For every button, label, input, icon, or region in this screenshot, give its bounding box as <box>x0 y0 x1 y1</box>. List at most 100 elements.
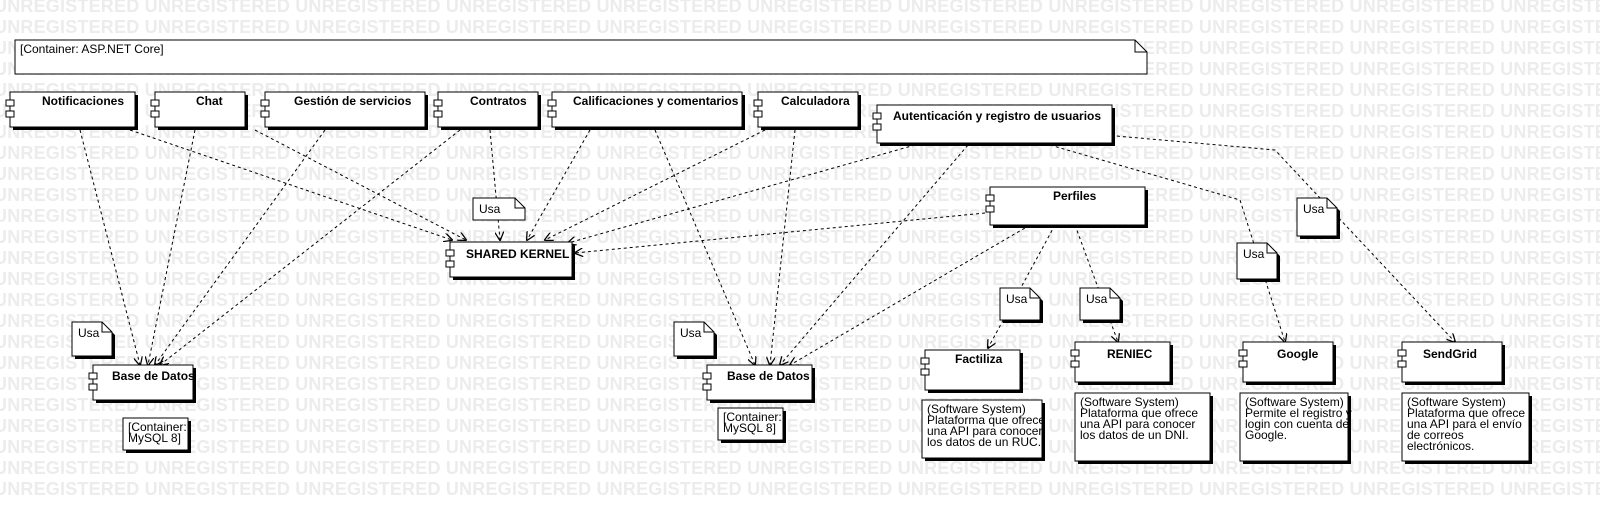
description-line: login con cuenta de <box>1245 417 1349 431</box>
description-line: Permite el registro y <box>1245 406 1352 420</box>
component-label: Gestión de servicios <box>294 94 412 108</box>
container-note: [Container: ASP.NET Core] <box>14 39 1148 75</box>
arrow-notificaciones-db1 <box>79 129 140 365</box>
component-label: Base de Datos <box>112 369 195 383</box>
component-icon <box>150 99 160 118</box>
description-line: [Container: <box>128 420 187 434</box>
note-usa-google: Usa <box>1236 242 1280 282</box>
arrow-contratos-db1 <box>160 129 461 365</box>
arrow-autenticacion-sendgrid <box>1104 134 1455 342</box>
description-line: (Software System) <box>1407 395 1506 409</box>
arrow-chat-db1 <box>148 129 196 365</box>
component-shared-kernel[interactable]: SHARED KERNEL <box>445 241 575 280</box>
component-gestion-servicios[interactable]: Gestión de servicios <box>260 91 428 130</box>
component-perfiles[interactable]: Perfiles <box>985 186 1148 228</box>
component-label: Calificaciones y comentarios <box>573 94 739 108</box>
arrow-calificaciones-kernel <box>527 129 591 240</box>
description-line: (Software System) <box>1080 395 1179 409</box>
component-icon <box>445 249 455 268</box>
note-usa-db2: Usa <box>673 321 717 359</box>
note-usa-reniec: Usa <box>1079 287 1123 323</box>
description-line: Plataforma que ofrece <box>1407 406 1525 420</box>
arrow-notificaciones-kernel <box>129 129 452 240</box>
component-label: Notificaciones <box>42 94 124 108</box>
component-label: Google <box>1277 347 1319 361</box>
description-line: Google. <box>1245 428 1287 442</box>
note-usa-sendgrid: Usa <box>1296 197 1340 239</box>
component-icon <box>985 194 995 213</box>
component-reniec[interactable]: RENIEC <box>1070 341 1173 385</box>
description-line: (Software System) <box>927 402 1026 416</box>
component-label: Factiliza <box>955 352 1003 366</box>
description-line: una API para conocer <box>1080 417 1195 431</box>
component-contratos[interactable]: Contratos <box>433 91 541 130</box>
component-label: SHARED KERNEL <box>466 247 569 261</box>
component-factiliza[interactable]: Factiliza <box>920 349 1023 393</box>
dependency-edges <box>79 129 1455 365</box>
component-notificaciones[interactable]: Notificaciones <box>5 91 138 130</box>
arrow-gestion-db1 <box>155 129 326 365</box>
component-icon <box>5 99 15 118</box>
component-icon <box>547 99 557 118</box>
note-text: Usa <box>1006 292 1028 306</box>
component-label: Contratos <box>470 94 527 108</box>
note-text: Usa <box>1086 292 1108 306</box>
component-label: RENIEC <box>1107 347 1153 361</box>
arrow-calificaciones-db2 <box>654 129 755 365</box>
arrow-perfiles-kernel <box>575 212 986 253</box>
arrow-autenticacion-kernel <box>568 144 916 243</box>
note-text: Usa <box>479 202 501 216</box>
note-text: Usa <box>78 326 100 340</box>
arrow-contratos-kernel <box>489 129 500 240</box>
arrow-perfiles-reniec <box>1074 224 1118 342</box>
description-line: (Software System) <box>1245 395 1344 409</box>
component-label: Autenticación y registro de usuarios <box>893 109 1101 123</box>
component-icon <box>260 99 270 118</box>
description-line: electrónicos. <box>1407 439 1474 453</box>
description-line: una API para el envío <box>1407 417 1522 431</box>
note-usa-factiliza: Usa <box>999 287 1043 323</box>
component-icon <box>88 372 98 391</box>
component-icon <box>1238 349 1248 368</box>
db1-container-label: [Container:MySQL 8] <box>122 417 191 453</box>
component-label: Calculadora <box>781 94 850 108</box>
description-line: [Container: <box>723 410 782 424</box>
component-base-de-datos-2[interactable]: Base de Datos <box>702 364 815 403</box>
component-label: Chat <box>196 94 223 108</box>
description-line: MySQL 8] <box>723 421 776 435</box>
description-line: los datos de un DNI. <box>1080 428 1189 442</box>
component-icon <box>433 99 443 118</box>
component-label: Perfiles <box>1053 189 1097 203</box>
component-chat[interactable]: Chat <box>150 91 248 130</box>
sendgrid-description: (Software System)Plataforma que ofreceun… <box>1401 392 1532 464</box>
component-icon <box>702 372 712 391</box>
component-calculadora[interactable]: Calculadora <box>753 91 861 130</box>
component-icon <box>920 357 930 376</box>
component-sendgrid[interactable]: SendGrid <box>1397 341 1505 385</box>
arrow-gestion-kernel <box>254 129 466 240</box>
component-icon <box>872 112 882 131</box>
component-calificaciones[interactable]: Calificaciones y comentarios <box>547 91 745 130</box>
description-line: los datos de un RUC. <box>927 435 1041 449</box>
factiliza-description: (Software System)Plataforma que ofreceun… <box>921 399 1045 461</box>
container-note-text: [Container: ASP.NET Core] <box>20 42 164 56</box>
component-label: Base de Datos <box>727 369 810 383</box>
arrow-perfiles-factiliza <box>988 224 1056 348</box>
arrow-autenticacion-db2 <box>780 144 969 365</box>
description-line: Plataforma que ofrece <box>927 413 1045 427</box>
note-usa-contratos: Usa <box>472 197 526 221</box>
description-line: de correos <box>1407 428 1464 442</box>
note-text: Usa <box>680 326 702 340</box>
component-label: SendGrid <box>1423 347 1477 361</box>
component-google[interactable]: Google <box>1238 341 1336 385</box>
db2-container-label: [Container:MySQL 8] <box>717 407 786 443</box>
component-icon <box>1070 349 1080 368</box>
description-line: Plataforma que ofrece <box>1080 406 1198 420</box>
note-text: Usa <box>1243 247 1265 261</box>
arrow-perfiles-db2 <box>790 224 1031 365</box>
description-line: MySQL 8] <box>128 431 181 445</box>
note-text: Usa <box>1303 202 1325 216</box>
component-base-de-datos-1[interactable]: Base de Datos <box>88 364 196 403</box>
component-autenticacion[interactable]: Autenticación y registro de usuarios <box>872 104 1115 146</box>
